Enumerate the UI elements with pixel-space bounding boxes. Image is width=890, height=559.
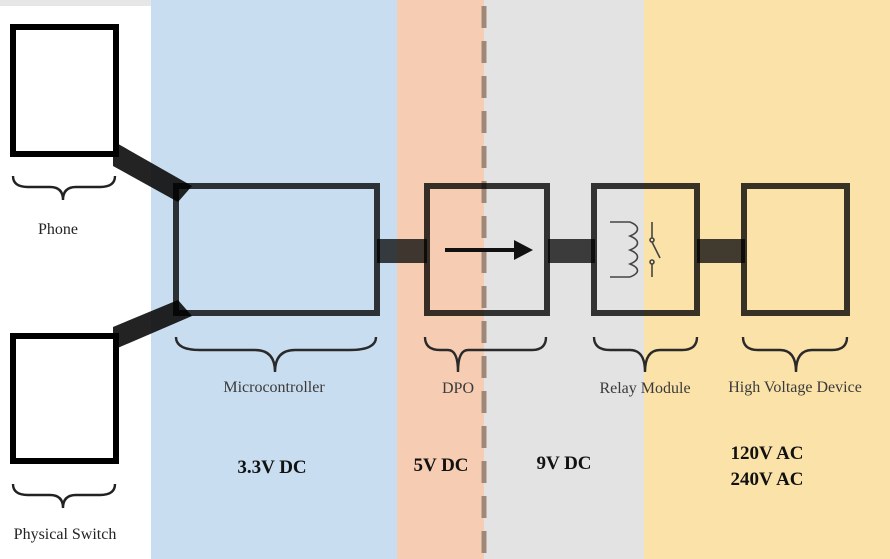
microcontroller-box bbox=[173, 183, 380, 316]
relay-module-box bbox=[591, 183, 700, 316]
voltage-5v: 5V DC bbox=[413, 455, 469, 476]
relay-hv-wire bbox=[697, 239, 745, 263]
switch-wire bbox=[113, 300, 192, 350]
microcontroller-brace bbox=[174, 336, 378, 373]
hv-brace bbox=[741, 336, 849, 373]
dpo-label: DPO bbox=[441, 380, 475, 397]
physical-switch-box bbox=[10, 333, 119, 464]
physical-switch-label: Physical Switch bbox=[13, 526, 117, 543]
mcu-dpo-wire bbox=[377, 239, 427, 263]
zone-9v bbox=[484, 0, 644, 559]
voltage-9v: 9V DC bbox=[536, 453, 592, 474]
zone-3v3 bbox=[151, 0, 397, 559]
voltage-120v: 120V AC bbox=[730, 443, 804, 464]
switch-brace bbox=[11, 483, 117, 509]
relay-module-label: Relay Module bbox=[599, 380, 691, 397]
voltage-240v: 240V AC bbox=[730, 469, 804, 490]
zone-5v bbox=[397, 0, 484, 559]
dpo-arrow-head bbox=[514, 240, 533, 260]
microcontroller-label: Microcontroller bbox=[223, 379, 325, 396]
phone-wire bbox=[113, 141, 192, 202]
relay-brace bbox=[592, 336, 699, 373]
dpo-box bbox=[424, 183, 550, 316]
phone-brace bbox=[11, 175, 117, 201]
voltage-ac: 120V AC 240V AC bbox=[730, 441, 803, 493]
high-voltage-device-box bbox=[741, 183, 850, 316]
voltage-3v3: 3.3V DC bbox=[237, 457, 307, 478]
relay-symbol-icon bbox=[610, 221, 661, 278]
high-voltage-device-label: High Voltage Device bbox=[728, 379, 862, 396]
phone-box bbox=[10, 24, 119, 157]
dpo-relay-wire bbox=[548, 239, 595, 263]
phone-label: Phone bbox=[38, 221, 78, 238]
dpo-brace bbox=[423, 336, 548, 373]
